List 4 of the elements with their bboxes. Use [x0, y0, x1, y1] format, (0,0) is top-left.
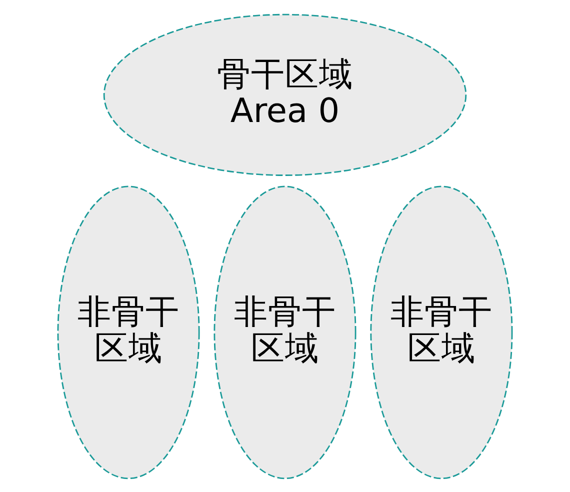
node-ellipse: 非骨干区域 — [370, 185, 513, 479]
node-ellipse: 非骨干区域 — [57, 185, 200, 479]
node-ellipse: 骨干区域 Area 0 — [103, 13, 467, 176]
node-ellipse: 非骨干区域 — [214, 185, 356, 479]
